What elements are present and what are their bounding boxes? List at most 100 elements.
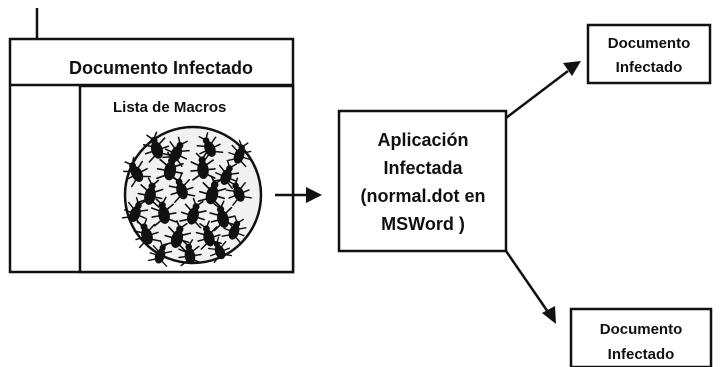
virus-bug-icon <box>195 220 223 250</box>
virus-bug-leg <box>153 131 158 140</box>
virus-bug-leg <box>127 201 135 210</box>
virus-bug-leg <box>196 216 205 221</box>
virus-bug-leg <box>151 238 161 242</box>
virus-bug-icon <box>162 220 192 252</box>
virus-bug-leg <box>124 209 132 214</box>
virus-bug-leg <box>206 220 210 228</box>
virus-bug-leg <box>213 202 220 209</box>
virus-bug-leg <box>122 170 133 173</box>
virus-bug-leg <box>210 219 219 223</box>
virus-bug-leg <box>210 175 216 184</box>
virus-bug-leg <box>200 242 208 250</box>
app-to-bottom-document-arrowhead <box>542 306 556 324</box>
virus-bug-leg <box>232 198 239 206</box>
virus-bug-leg <box>210 226 218 234</box>
virus-bug-leg <box>143 218 148 226</box>
virus-bug-leg <box>141 175 152 178</box>
virus-bug-leg <box>148 223 156 232</box>
virus-bug-leg <box>172 153 180 160</box>
virus-bug-leg <box>221 234 230 237</box>
virus-bug-leg <box>242 156 250 160</box>
virus-bug-leg <box>160 145 170 150</box>
virus-bug-leg <box>152 200 160 208</box>
center-label-line-4: MSWord ) <box>381 214 465 234</box>
virus-bug-leg <box>188 239 194 246</box>
virus-bug-leg <box>205 132 209 140</box>
virus-bug-leg <box>174 171 184 175</box>
virus-bug-leg <box>180 140 188 145</box>
virus-bug-leg <box>215 172 223 177</box>
virus-bug-leg <box>196 145 206 148</box>
bottom-right-document-line-1: Documento <box>600 321 683 338</box>
top-right-document-box <box>586 23 712 85</box>
virus-bug-icon <box>226 177 252 206</box>
virus-bug-leg <box>186 193 196 197</box>
virus-bug-icon <box>168 173 196 204</box>
virus-bug-leg <box>138 240 146 249</box>
virus-bug-leg <box>215 178 223 184</box>
virus-bug-leg <box>180 222 188 229</box>
virus-bug-leg <box>199 150 207 155</box>
virus-bug-leg <box>198 136 206 141</box>
virus-bug-leg <box>192 245 200 252</box>
virus-bug-leg <box>158 137 166 145</box>
virus-bug-leg <box>168 218 178 223</box>
app-to-top-document-arrowhead <box>563 61 581 76</box>
virus-bug-leg <box>178 173 183 181</box>
virus-bug-leg <box>150 231 159 236</box>
virus-bug-leg <box>167 226 176 234</box>
virus-bug-leg <box>139 209 149 212</box>
virus-bug-leg <box>228 194 236 199</box>
virus-bug-leg <box>230 172 240 175</box>
virus-bug-icon <box>121 197 149 227</box>
virus-bug-leg <box>181 232 192 237</box>
virus-bug-leg <box>197 198 208 202</box>
virus-bug-leg <box>159 240 164 247</box>
virus-bug-leg <box>243 196 252 199</box>
virus-bug-leg <box>181 211 190 216</box>
virus-bug-leg <box>226 220 233 228</box>
virus-bug-leg <box>167 151 172 160</box>
virus-bug-leg <box>161 260 168 267</box>
virus-bug-leg <box>163 256 171 260</box>
virus-bug-leg <box>192 174 201 181</box>
virus-bug-leg <box>179 155 188 160</box>
infected-application-box <box>337 109 508 253</box>
virus-bug-leg <box>226 160 231 168</box>
virus-bug-leg <box>235 177 239 185</box>
virus-bug-leg <box>199 223 206 229</box>
virus-bug-leg <box>210 136 217 145</box>
virus-bug-leg <box>135 197 140 205</box>
virus-bug-icon <box>197 175 227 208</box>
virus-bug-leg <box>135 236 144 241</box>
virus-bug-leg <box>229 177 237 182</box>
virus-bug-leg <box>131 156 135 165</box>
virus-bug-leg <box>170 191 179 196</box>
virus-bug-leg <box>226 158 235 162</box>
virus-bug-leg <box>214 150 224 153</box>
virus-bug-leg <box>213 143 221 148</box>
virus-bug-leg <box>147 258 157 262</box>
virus-bug-leg <box>242 189 250 194</box>
virus-bug-leg <box>237 218 244 224</box>
virus-bug-leg <box>156 167 166 171</box>
virus-bug-leg <box>156 174 166 180</box>
virus-bug-leg <box>193 259 202 264</box>
top-right-document-line-1: Documento <box>608 35 691 52</box>
virus-bug-icon <box>122 156 152 188</box>
virus-bug-leg <box>238 227 247 230</box>
virus-bug-leg <box>216 195 226 200</box>
virus-bug-leg <box>197 238 206 242</box>
bottom-right-document-box <box>569 307 713 367</box>
virus-bug-leg <box>202 151 208 159</box>
virus-bug-leg <box>237 232 245 237</box>
virus-bug-leg <box>140 167 148 173</box>
virus-bug-leg <box>196 200 204 206</box>
app-to-top-document-line <box>505 70 569 119</box>
virus-bug-leg <box>207 168 216 171</box>
virus-bug-leg <box>153 219 162 227</box>
virus-bug-leg <box>227 215 236 219</box>
virus-bug-leg <box>137 192 146 196</box>
virus-bug-leg <box>169 141 176 149</box>
macro-list-title: Lista de Macros <box>113 99 226 116</box>
